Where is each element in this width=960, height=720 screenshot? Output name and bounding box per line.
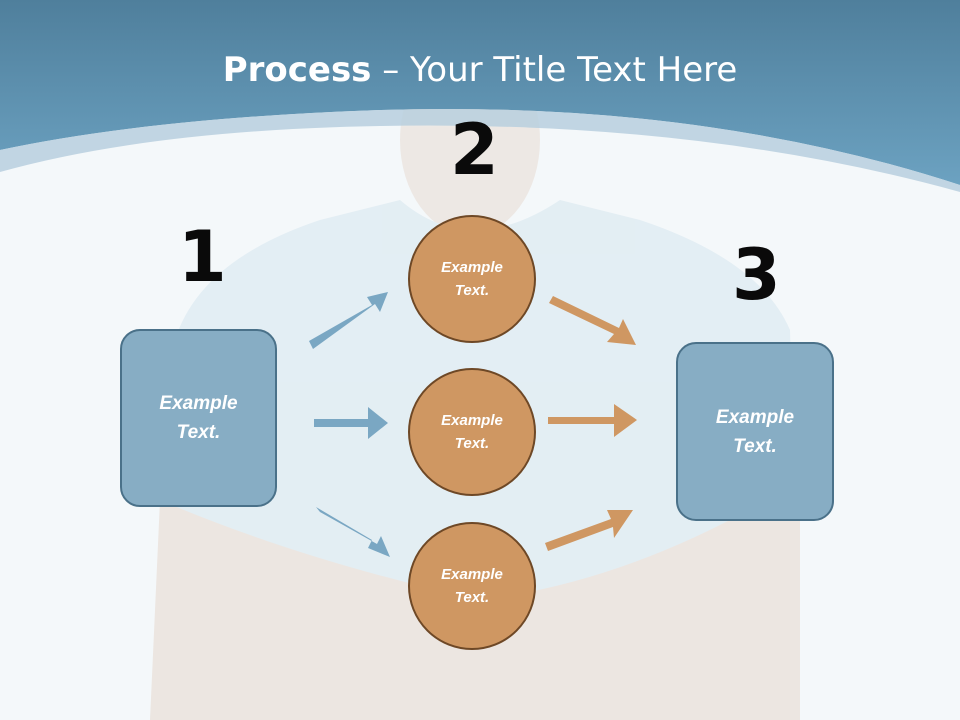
- process-circle-3: Example Text.: [408, 522, 536, 650]
- arrow-from-circle-1: [549, 296, 636, 345]
- target-box-line2: Text.: [733, 435, 777, 457]
- title-rest: – Your Title Text Here: [371, 50, 738, 90]
- arrow-from-circle-2: [548, 404, 637, 437]
- circle-2-line2: Text.: [454, 435, 490, 452]
- target-box-line1: Example: [715, 406, 795, 428]
- slide-title: Process – Your Title Text Here: [0, 50, 960, 90]
- header-band: [0, 0, 960, 185]
- arrow-to-circle-2: [314, 407, 388, 439]
- circle-1-line1: Example: [441, 259, 503, 276]
- process-circle-1: Example Text.: [408, 215, 536, 343]
- circle-2-line1: Example: [441, 412, 503, 429]
- arrow-to-circle-3: [316, 507, 390, 557]
- circle-3-line1: Example: [441, 566, 503, 583]
- source-box: Example Text.: [120, 329, 277, 507]
- target-box: Example Text.: [676, 342, 834, 521]
- arrow-from-circle-3: [545, 510, 633, 551]
- source-box-line2: Text.: [176, 422, 221, 443]
- title-bold: Process: [222, 50, 372, 90]
- step-number-3: 3: [732, 234, 781, 316]
- circle-1-line2: Text.: [454, 282, 490, 299]
- source-box-line1: Example: [159, 393, 238, 414]
- arrow-to-circle-1: [309, 292, 388, 349]
- process-circle-2: Example Text.: [408, 368, 536, 496]
- step-number-2: 2: [450, 109, 499, 191]
- header-swoosh: [0, 108, 960, 192]
- step-number-1: 1: [178, 216, 227, 298]
- circle-3-line2: Text.: [454, 589, 490, 606]
